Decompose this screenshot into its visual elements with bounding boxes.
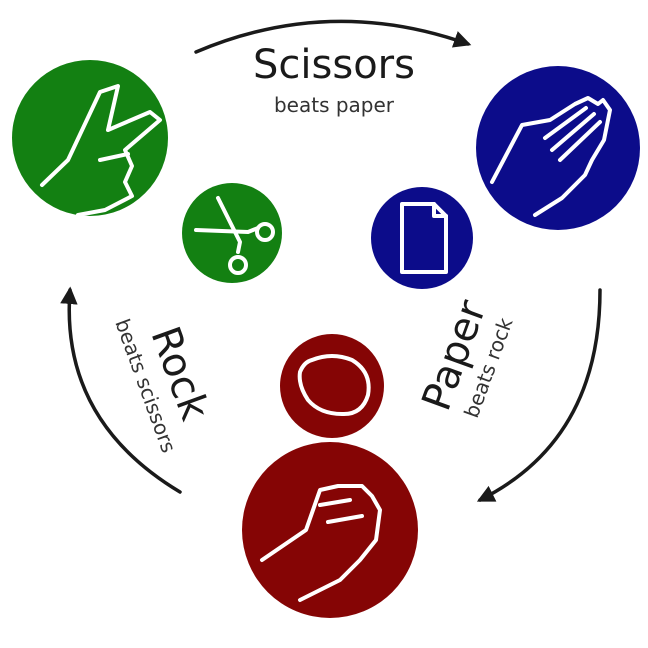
rock-label-group: Rock beats scissors [110,316,217,456]
open-hand-icon [490,96,612,217]
scissors-group [12,60,282,283]
paper-group [371,66,640,289]
arrow-rock-to-scissors [60,286,182,494]
rock-group [242,334,418,618]
fist-icon [260,484,382,602]
scissors-icon [194,196,275,275]
v-sign-hand-icon [40,84,162,217]
paper-hand-circle [476,66,640,230]
rock-hand-circle [242,442,418,618]
arrow-scissors-to-paper [194,19,472,54]
arrow-paper-to-rock [476,288,602,502]
paper-sheet-icon [400,202,448,274]
rock-icon [297,354,371,417]
scissors-hand-circle [12,60,168,216]
paper-label-group: Paper beats rock [414,294,518,421]
scissors-title: Scissors [253,42,415,88]
scissors-subtitle: beats paper [274,93,395,117]
